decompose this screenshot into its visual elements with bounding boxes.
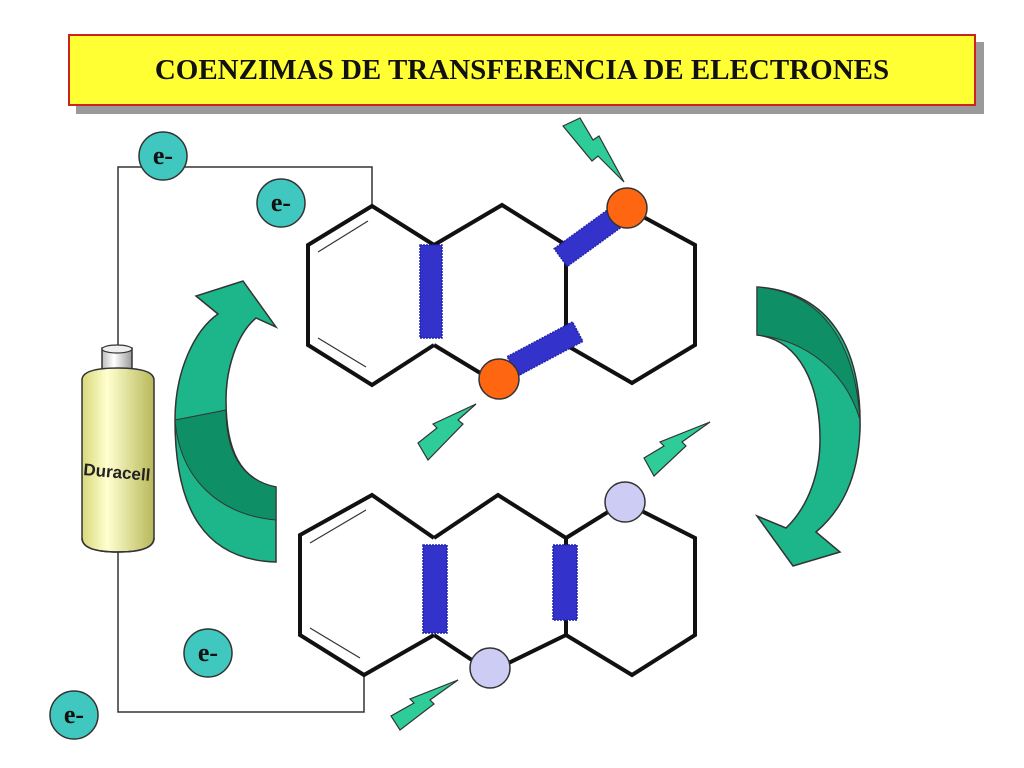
electron-icon: e- [183,628,233,678]
oxidized-atom [606,187,648,229]
title-banner: COENZIMAS DE TRANSFERENCIA DE ELECTRONES [68,34,976,106]
curved-arrow-down-icon [754,286,861,567]
double-bond [419,244,443,339]
electron-label: e- [271,188,291,217]
lightning-icon [417,403,477,461]
reduced-atom [604,481,646,523]
reduced-molecule [298,481,697,689]
battery-icon: Duracell [81,344,155,553]
electron-icon: e- [49,690,99,740]
electron-label: e- [198,638,218,667]
double-bond [422,544,448,634]
curved-arrow-up-icon [174,280,279,563]
page-title: COENZIMAS DE TRANSFERENCIA DE ELECTRONES [154,53,890,86]
double-bond [552,544,578,621]
lightning-icon [562,117,625,183]
lightning-icon [643,421,711,477]
reduced-atom [469,647,511,689]
electron-icon: e- [138,131,188,181]
oxidized-atom [478,358,520,400]
circuit-wire [117,166,373,713]
electron-label: e- [153,141,173,170]
oxidized-molecule [306,187,697,400]
electron-label: e- [64,700,84,729]
electron-icon: e- [256,178,306,228]
lightning-icon [390,679,459,731]
